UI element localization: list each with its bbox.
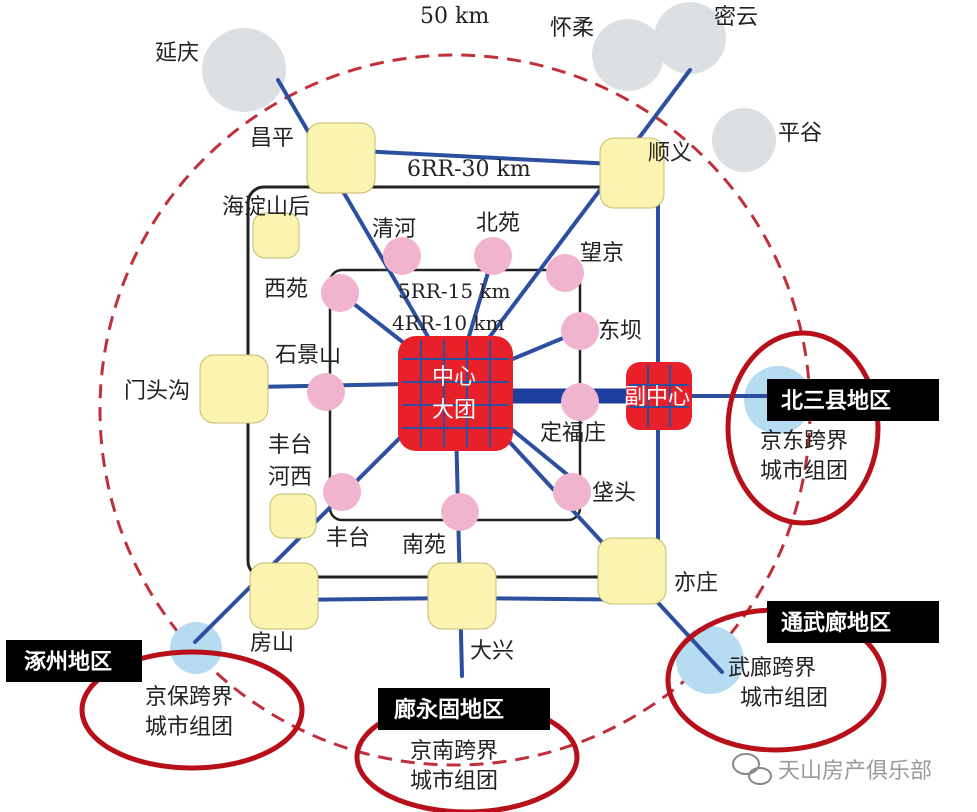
yizhuang-label: 亦庄 [674, 571, 718, 596]
ring4-label: 4RR-10 km [392, 311, 505, 335]
xiyuan-label: 西苑 [264, 277, 308, 302]
region-tag-1: 通武廊地区 [781, 610, 891, 636]
fengtai-hexi-label-1: 丰台 [268, 433, 312, 458]
region-line1-1: 武廊跨界 [728, 656, 816, 681]
edge-xiyuan-dot [321, 274, 359, 312]
edge-beiyuan-dot [474, 237, 512, 275]
changping-label: 昌平 [250, 126, 294, 151]
new-town-changping-box [306, 122, 376, 194]
sub-center [626, 362, 692, 430]
edge-qinghe-dot [383, 237, 421, 275]
fangshan-label: 房山 [250, 631, 294, 656]
outer-town-huairou-circle [592, 19, 664, 91]
dongba-label: 东坝 [598, 319, 642, 344]
sub-center-label: 副中心 [624, 385, 690, 410]
edge-dongba-dot [561, 312, 599, 350]
wechat-icon [732, 753, 772, 785]
wangjing-label: 望京 [580, 241, 624, 266]
fengtai-hexi-label-2: 河西 [268, 465, 312, 490]
region-ellipse-zhuozhou [79, 649, 305, 771]
region-tag-2: 涿州地区 [24, 650, 112, 675]
outer-town-pinggu-circle [712, 108, 776, 172]
edge-nanyuan-dot [441, 493, 479, 531]
watermark-text: 天山房产俱乐部 [778, 759, 932, 784]
beiyuan-label: 北苑 [476, 211, 520, 236]
region-tag-box-3 [378, 688, 550, 730]
edge-fatou-dot [553, 473, 591, 511]
region-line2-3: 城市组团 [410, 769, 498, 794]
outer-town-yanqing-circle [202, 28, 286, 112]
haidian-shanhou-label: 海淀山后 [222, 195, 310, 220]
ring5-label: 5RR-15 km [398, 279, 511, 303]
new-town-daxing-box [427, 562, 497, 630]
edge-fengtai-dot [323, 473, 361, 511]
core-label-line2: 大团 [432, 398, 476, 423]
edge-groups [307, 237, 599, 531]
region-tag-0: 北三县地区 [781, 389, 891, 414]
region-line2-0: 城市组团 [760, 459, 848, 484]
new-town-fangshan-box [249, 562, 319, 630]
region-line1-2: 京保跨界 [145, 685, 233, 710]
pinggu-label: 平谷 [778, 121, 822, 146]
region-line2-2: 城市组团 [145, 715, 233, 740]
region-line1-0: 京东跨界 [760, 429, 848, 454]
region-line1-3: 京南跨界 [410, 739, 498, 764]
mentougou-label: 门头沟 [124, 379, 190, 404]
region-tag-box-1 [767, 601, 939, 643]
region-line2-1: 城市组团 [740, 686, 828, 711]
shunyi-label: 顺义 [648, 141, 692, 166]
huairou-label: 怀柔 [550, 16, 594, 41]
outer-town-miyun-circle [654, 2, 726, 74]
core-label-line1: 中心 [432, 365, 476, 390]
cross-border-spot-zhuozhou [170, 622, 222, 674]
new-town-yizhuang-box [597, 537, 667, 605]
new-town-shunyi-box [599, 137, 665, 209]
region-ellipse-beisanxian [725, 330, 881, 526]
fatou-label: 垡头 [592, 481, 636, 506]
qinghe-label: 清河 [372, 217, 416, 242]
nanyuan-label: 南苑 [402, 533, 446, 558]
daxing-label: 大兴 [470, 639, 514, 664]
new-town-fengtai-hexi-box [269, 493, 317, 539]
shijingshan-label: 石景山 [275, 343, 341, 368]
region-tag-box-2 [6, 640, 142, 682]
dingfuzhuang-label: 定福庄 [540, 421, 606, 446]
edge-wangjing-dot [546, 254, 584, 292]
new-town-mentougou-box [199, 354, 269, 424]
region-tag-box-0 [767, 379, 939, 421]
miyun-label: 密云 [714, 5, 758, 30]
edge-shijingshan-dot [307, 373, 345, 411]
yanqing-label: 延庆 [155, 41, 199, 66]
ring6-label: 6RR-30 km [407, 157, 531, 182]
region-tag-3: 廊永固地区 [394, 697, 504, 723]
central-core [398, 336, 513, 451]
radius-label: 50 km [420, 4, 489, 29]
edge-dingfuzhuang-dot [561, 383, 599, 421]
fengtai-label: 丰台 [326, 526, 370, 551]
new-town-haidian-shanhou-box [252, 212, 300, 259]
new-towns [199, 122, 667, 630]
